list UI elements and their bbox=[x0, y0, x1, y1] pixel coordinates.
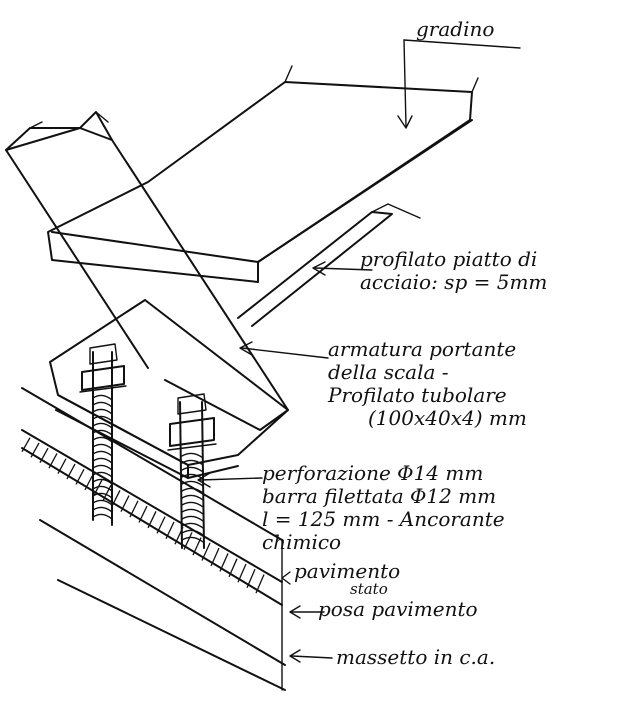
hatch-line bbox=[57, 458, 67, 474]
thread-coil bbox=[92, 506, 113, 513]
thread-coil bbox=[92, 457, 113, 464]
hatch-line bbox=[120, 495, 130, 512]
thread-coil bbox=[92, 408, 113, 415]
thread-coil bbox=[92, 471, 113, 478]
thread-coil bbox=[92, 450, 113, 457]
leader-foratura bbox=[197, 472, 263, 488]
thread-coil bbox=[92, 499, 113, 506]
thread-coil bbox=[181, 508, 204, 515]
hatch-line bbox=[237, 563, 247, 583]
thread-coil bbox=[181, 480, 204, 487]
hatch-line bbox=[219, 553, 229, 572]
thread-coil bbox=[92, 422, 113, 429]
label-profilato-line1: profilato piatto di bbox=[360, 247, 538, 271]
tubular-stringer bbox=[5, 111, 289, 431]
label-stato: stato bbox=[350, 580, 388, 598]
label-gradino: gradino bbox=[416, 17, 495, 41]
thread-coil bbox=[181, 452, 204, 459]
label-armatura-line2: della scala - bbox=[328, 360, 449, 384]
label-foratura-line2: barra filettata Φ12 mm bbox=[262, 484, 497, 508]
thread-coil bbox=[92, 478, 113, 485]
thread-coil bbox=[181, 494, 204, 501]
hatch-line bbox=[246, 568, 256, 588]
hatch-line bbox=[84, 474, 94, 491]
hatch-line bbox=[75, 468, 85, 485]
floor-slab bbox=[21, 387, 286, 691]
leader-profilato bbox=[312, 261, 373, 276]
thread-coil bbox=[92, 492, 113, 499]
hatch-line bbox=[201, 542, 211, 561]
label-profilato: profilato piatto di acciaio: sp = 5mm bbox=[360, 248, 547, 294]
hatch-line bbox=[210, 547, 220, 567]
thread-coil bbox=[181, 529, 204, 536]
thread-coil bbox=[92, 415, 113, 422]
hatch-line bbox=[30, 442, 40, 458]
thread-coil bbox=[92, 513, 113, 520]
label-armatura: armatura portante della scala - Profilat… bbox=[328, 338, 527, 430]
thread-coil bbox=[92, 436, 113, 443]
label-foratura-line1: perforazione Φ14 mm bbox=[262, 461, 484, 485]
step-plate bbox=[47, 65, 479, 283]
thread-coil bbox=[92, 443, 113, 450]
thread-coil bbox=[92, 394, 113, 401]
label-foratura: perforazione Φ14 mm barra filettata Φ12 … bbox=[262, 462, 505, 554]
hatch-line bbox=[156, 516, 166, 534]
thread-coil bbox=[181, 522, 204, 529]
hatch-line bbox=[129, 500, 139, 518]
thread-coil bbox=[92, 429, 113, 436]
hatch-line bbox=[147, 511, 157, 529]
hatch-line bbox=[21, 437, 31, 453]
label-armatura-line3: Profilato tubolare bbox=[328, 383, 507, 407]
label-posa-pavimento: posa pavimento bbox=[318, 597, 478, 621]
thread-coil bbox=[92, 464, 113, 471]
label-armatura-line1: armatura portante bbox=[328, 337, 517, 361]
flat-steel-profile bbox=[237, 203, 421, 327]
thread-coil bbox=[181, 466, 204, 473]
threaded-bar-right bbox=[167, 393, 217, 549]
hatch-line bbox=[111, 489, 121, 507]
thread-coil bbox=[181, 487, 204, 494]
label-pavimento-stato: pavimento bbox=[294, 559, 401, 583]
thread-coil bbox=[92, 485, 113, 492]
label-armatura-line4: (100x40x4) mm bbox=[368, 406, 527, 430]
thread-coil bbox=[181, 536, 204, 543]
hatch-line bbox=[183, 532, 193, 550]
hatch-line bbox=[39, 447, 49, 464]
hatch-line bbox=[48, 453, 58, 469]
hatch-line bbox=[228, 558, 238, 578]
thread-coil bbox=[92, 401, 113, 408]
hatch-line bbox=[102, 484, 112, 502]
leader-massetto bbox=[289, 649, 333, 663]
threaded-bar-left bbox=[79, 343, 127, 526]
hatch-line bbox=[165, 521, 175, 540]
label-foratura-line4: chimico bbox=[262, 530, 342, 554]
leader-gradino bbox=[397, 39, 521, 129]
leader-pavimento bbox=[281, 571, 291, 585]
leader-armatura bbox=[239, 341, 329, 359]
thread-coil bbox=[181, 501, 204, 508]
label-profilato-line2: acciaio: sp = 5mm bbox=[360, 270, 548, 294]
hatch-line bbox=[138, 505, 148, 523]
thread-coil bbox=[181, 459, 204, 466]
thread-coil bbox=[181, 515, 204, 522]
label-massetto: massetto in c.a. bbox=[336, 645, 496, 669]
hatch-line bbox=[255, 574, 265, 594]
hatch-line bbox=[66, 463, 76, 480]
label-foratura-line3: l = 125 mm - Ancorante bbox=[262, 507, 505, 531]
leader-posa bbox=[289, 605, 325, 619]
